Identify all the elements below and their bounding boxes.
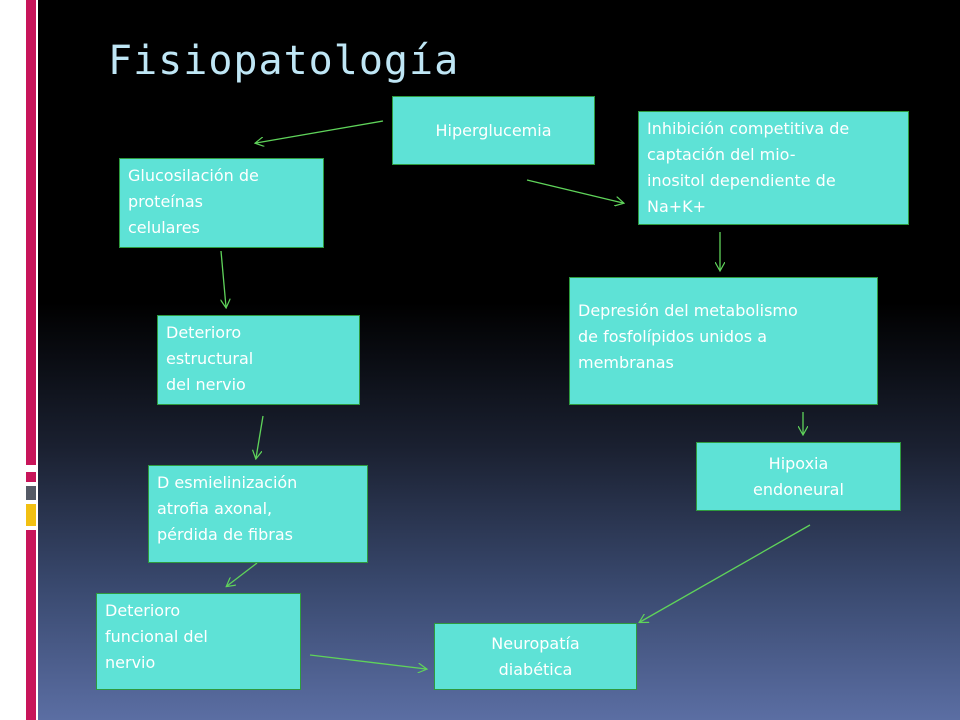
node-hipoxia-endoneural: Hipoxia endoneural xyxy=(696,442,901,511)
node-glucosilacion: Glucosilación de proteínas celulares xyxy=(119,158,324,248)
node-deterioro-funcional: Deterioro funcional del nervio xyxy=(96,593,301,690)
node-hiperglucemia: Hiperglucemia xyxy=(392,96,595,165)
slide-title: Fisiopatología xyxy=(108,38,460,84)
node-depresion-metabolismo: Depresión del metabolismo de fosfolípido… xyxy=(569,277,878,405)
arrow-desmielinizacion-to-funcional xyxy=(227,562,258,586)
node-inhibicion-competitiva: Inhibición competitiva de captación del … xyxy=(638,111,909,225)
deco-bar-yellow xyxy=(26,504,36,526)
node-neuropatia-diabetica: Neuropatía diabética xyxy=(434,623,637,690)
arrow-hipoxia-to-neuropatia xyxy=(640,524,811,622)
deco-bar-dark-1 xyxy=(4,4,10,704)
node-desmielinizacion: D esmielinización atrofia axonal, pérdid… xyxy=(148,465,368,563)
deco-bar-red-2 xyxy=(26,472,36,482)
deco-bar-red-3 xyxy=(26,530,36,720)
arrow-glucosilacion-to-deterioro xyxy=(221,250,226,307)
deco-bar-gray xyxy=(26,486,36,500)
node-deterioro-estructural: Deterioro estructural del nervio xyxy=(157,315,360,405)
deco-bar-red-1 xyxy=(26,0,36,465)
arrow-funcional-to-neuropatia xyxy=(309,654,426,669)
arrow-hiper-to-glucosilacion xyxy=(256,120,384,143)
arrow-hiper-to-inhibicion xyxy=(526,179,623,203)
arrow-deterioro-to-desmielinizacion xyxy=(256,415,264,458)
